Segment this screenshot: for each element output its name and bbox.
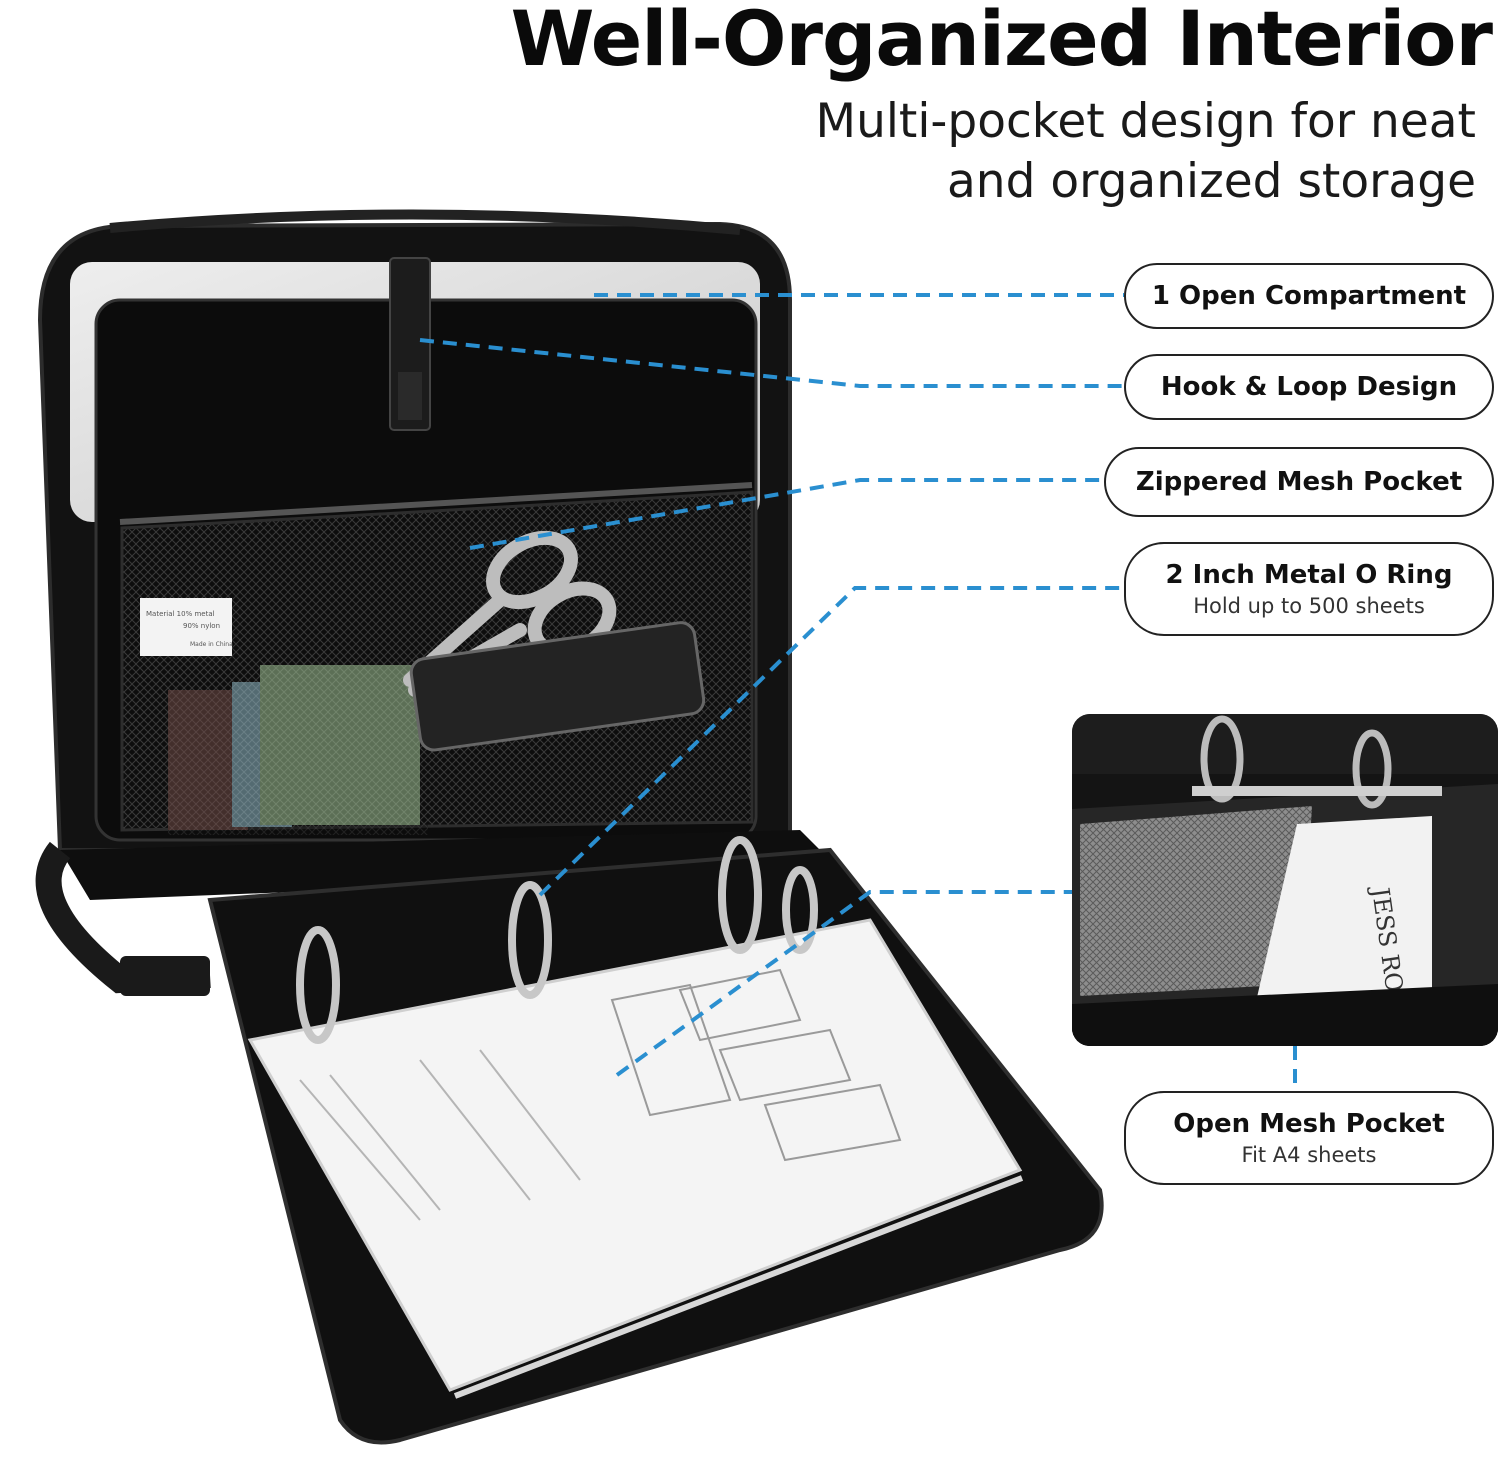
svg-text:Material 10% metal: Material 10% metal xyxy=(146,610,215,618)
callout-zippered-mesh-pocket: Zippered Mesh Pocket xyxy=(1104,447,1494,517)
svg-text:Made in China: Made in China xyxy=(190,641,233,648)
top-zipper-band xyxy=(109,209,741,235)
mesh-pocket-zipper xyxy=(119,482,753,525)
subtitle-line-2: and organized storage xyxy=(946,154,1476,209)
subtitle-line-1: Multi-pocket design for neat xyxy=(815,94,1476,149)
callout-hook-loop: Hook & Loop Design xyxy=(1124,354,1494,420)
svg-text:90% nylon: 90% nylon xyxy=(183,622,220,630)
callout-label: Open Mesh Pocket xyxy=(1173,1109,1445,1139)
paper-content xyxy=(610,968,902,1162)
callout-metal-o-ring: 2 Inch Metal O Ring Hold up to 500 sheet… xyxy=(1124,542,1494,636)
pencil-case xyxy=(409,621,706,752)
material-tag xyxy=(140,598,232,656)
shoulder-strap xyxy=(35,841,211,994)
leader-mesh-pocket xyxy=(469,478,1104,550)
leader-open-mesh xyxy=(615,890,1072,1077)
callout-label: Hook & Loop Design xyxy=(1160,372,1458,402)
leader-hook-loop xyxy=(419,338,1124,388)
callout-sub: Fit A4 sheets xyxy=(1241,1143,1377,1167)
inset-document xyxy=(1252,816,1432,1034)
page-title: Well-Organized Interior xyxy=(510,0,1493,83)
inset-photo-open-mesh-pocket: JESS ROBERTS xyxy=(1072,714,1498,1046)
leader-lines xyxy=(419,293,1297,1090)
callout-sub: Hold up to 500 sheets xyxy=(1193,594,1425,618)
metal-o-rings xyxy=(296,836,818,1044)
callout-open-compartment: 1 Open Compartment xyxy=(1124,263,1494,329)
case-spine xyxy=(60,830,840,900)
callout-open-mesh-pocket: Open Mesh Pocket Fit A4 sheets xyxy=(1124,1091,1494,1185)
leader-o-ring xyxy=(538,586,1124,897)
paper-stack xyxy=(247,918,1023,1392)
callout-label: Zippered Mesh Pocket xyxy=(1135,467,1463,497)
callout-label: 2 Inch Metal O Ring xyxy=(1165,560,1453,590)
callout-label: 1 Open Compartment xyxy=(1151,281,1467,311)
page-subtitle: Multi-pocket design for neat and organiz… xyxy=(576,92,1476,212)
inset-mesh-pocket xyxy=(1080,806,1312,996)
